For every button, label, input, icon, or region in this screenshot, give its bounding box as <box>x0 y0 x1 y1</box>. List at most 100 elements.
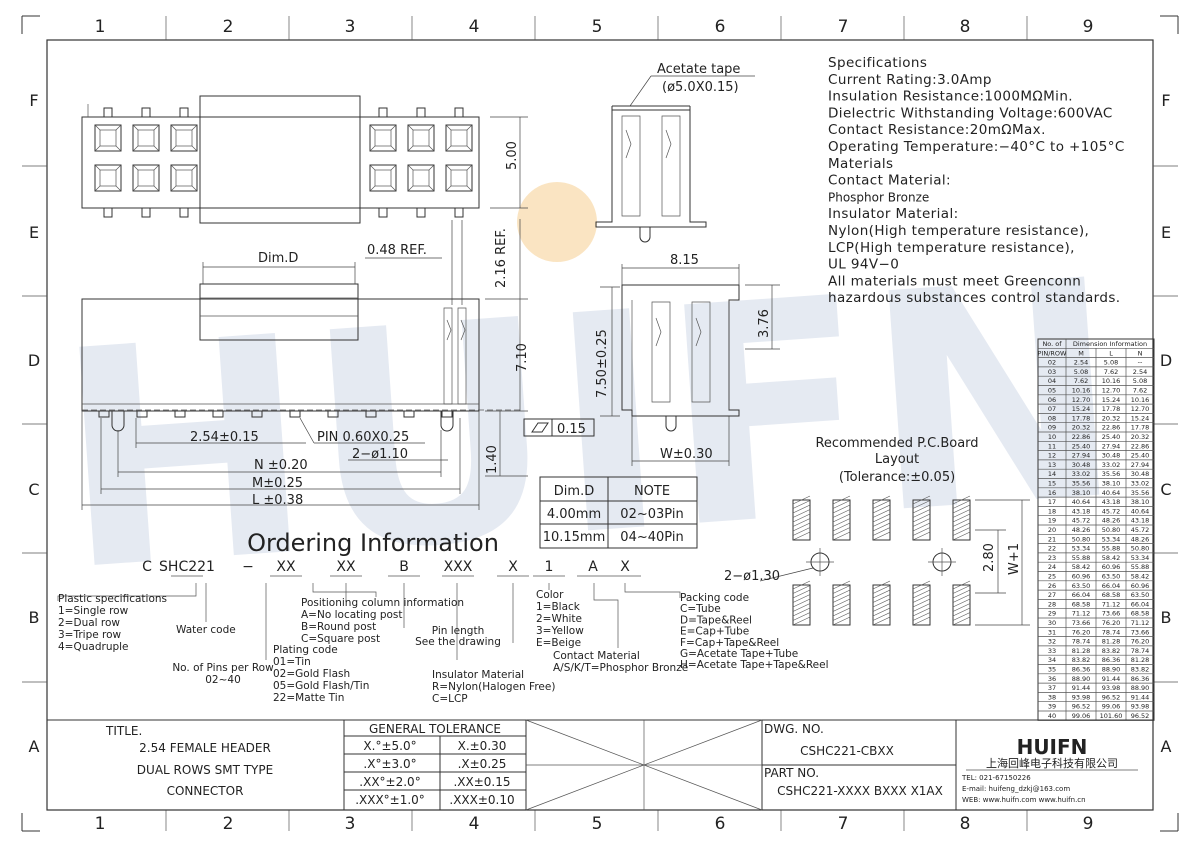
column-label-bottom: 4 <box>469 814 480 834</box>
pin-table-cell: 15.24 <box>1072 405 1091 413</box>
pin-table-cell: 17.78 <box>1072 414 1091 422</box>
pin-table-cell: 11 <box>1048 442 1056 450</box>
pin-table-cell: 71.12 <box>1072 610 1091 618</box>
pin-table-cell: 91.44 <box>1102 675 1121 683</box>
pin-table-cell: 96.52 <box>1131 712 1150 720</box>
row-label-right: C <box>1160 480 1171 499</box>
dwg-number: CSHC221-CBXX <box>800 744 894 758</box>
ordering-color-line: 3=Yellow <box>536 625 584 637</box>
pin-table-cell: 83.82 <box>1072 656 1091 664</box>
ordering-code-segment: SHC221 <box>159 559 215 575</box>
pin-table-cell: 83.82 <box>1131 666 1150 674</box>
pin-table-header: M <box>1078 349 1084 357</box>
pin-table-cell: 10.16 <box>1102 377 1121 385</box>
dim-table-cell: 4.00mm <box>547 507 601 522</box>
pin-table-cell: 68.58 <box>1072 600 1091 608</box>
pin-table-cell: 10.16 <box>1131 396 1150 404</box>
pin-table-cell: 30.48 <box>1072 461 1091 469</box>
pin-table-cell: 27.94 <box>1102 442 1121 450</box>
row-label-left: F <box>29 91 38 110</box>
ordering-code-segment: C <box>142 559 152 575</box>
pin-table-cell: 86.36 <box>1131 675 1150 683</box>
ordering-plastic-line: 4=Quadruple <box>58 641 129 653</box>
pin-table-cell: 10.16 <box>1072 387 1091 395</box>
ordering-pin_length-line: Pin length <box>432 625 484 637</box>
pin-table-cell: 07 <box>1048 405 1056 413</box>
title-line-3: CONNECTOR <box>167 784 244 798</box>
tolerance-angle: X.°±5.0° <box>363 739 416 753</box>
pin-table-cell: 02 <box>1048 359 1056 367</box>
pcb-subtitle: Layout <box>875 452 919 467</box>
pin-table-cell: 27 <box>1048 591 1056 599</box>
dim-table-header: Dim.D <box>554 484 594 499</box>
pcb-dim-w1: W+1 <box>1007 543 1022 575</box>
pin-table-cell: 7.62 <box>1133 387 1147 395</box>
pin-table-cell: 50.80 <box>1131 545 1150 553</box>
row-label-left: D <box>28 351 40 370</box>
dim-pin: PIN 0.60X0.25 <box>317 430 409 445</box>
dim-table-cell: 04~40Pin <box>620 530 683 545</box>
ordering-title: Ordering Information <box>247 529 499 557</box>
side-view: Dim.D 0.48 REF. 2.16 REF. 7.10 1.40 0.15… <box>81 219 595 510</box>
column-label-top: 2 <box>223 17 234 37</box>
pin-table-cell: 22.86 <box>1102 424 1121 432</box>
company-name: 上海回峰电子科技有限公司 <box>986 756 1118 770</box>
spec-line: Phosphor Bronze <box>828 190 929 204</box>
ordering-code-segment: 1 <box>545 559 554 575</box>
ordering-code-segment: A <box>588 559 598 575</box>
row-label-left: B <box>29 608 40 627</box>
pin-table-cell: 71.12 <box>1131 619 1150 627</box>
spec-line: Contact Resistance:20mΩMax. <box>828 122 1046 138</box>
pin-table-cell: 17 <box>1048 498 1056 506</box>
pin-table-cell: 91.44 <box>1072 684 1091 692</box>
pin-table-header: PIN/ROW <box>1038 349 1068 357</box>
pin-table-cell: 93.98 <box>1102 684 1121 692</box>
ordering-pins-line: No. of Pins per Row <box>172 662 274 674</box>
tolerance-angle: .XX°±2.0° <box>359 775 420 789</box>
pin-table-cell: 43.18 <box>1102 498 1121 506</box>
pin-table-cell: 73.66 <box>1072 619 1091 627</box>
pin-table-cell: 40.64 <box>1102 489 1121 497</box>
column-label-top: 4 <box>469 17 480 37</box>
top-view: 5.00 <box>81 95 528 224</box>
pin-table-cell: 48.26 <box>1131 535 1150 543</box>
ordering-contact-line: Contact Material <box>553 650 640 662</box>
pin-table-cell: 68.58 <box>1131 610 1150 618</box>
pin-table-cell: 27.94 <box>1131 461 1150 469</box>
pin-table-cell: 17.78 <box>1102 405 1121 413</box>
spec-line: Nylon(High temperature resistance), <box>828 223 1089 239</box>
pin-table-cell: 18 <box>1048 507 1056 515</box>
pin-table-cell: 86.36 <box>1072 666 1091 674</box>
spec-line: Specifications <box>828 55 927 71</box>
pin-table-header: L <box>1109 349 1113 357</box>
pin-table-cell: 50.80 <box>1072 535 1091 543</box>
pin-table-cell: 06 <box>1048 396 1056 404</box>
tolerance-linear: .XX±0.15 <box>453 775 510 789</box>
pin-table-cell: 16 <box>1048 489 1056 497</box>
pin-table-cell: 21 <box>1048 535 1056 543</box>
pin-table-header: N <box>1138 349 1143 357</box>
pin-table-cell: 55.88 <box>1131 563 1150 571</box>
dwg-label: DWG. NO. <box>764 722 824 736</box>
pin-table-header: Dimension Information <box>1073 340 1147 348</box>
ordering-code-segment: B <box>399 559 409 575</box>
column-label-top: 3 <box>345 17 356 37</box>
pin-table-header: No. of <box>1042 340 1062 348</box>
spec-line: Contact Material: <box>828 173 951 189</box>
pin-table-cell: 58.42 <box>1102 554 1121 562</box>
ordering-plating-line: Plating code <box>273 644 338 656</box>
pin-table-cell: 22.86 <box>1131 442 1150 450</box>
pin-table-cell: 5.08 <box>1074 368 1088 376</box>
spec-line: All materials must meet Greenconn <box>828 273 1081 289</box>
pin-table-cell: 78.74 <box>1131 647 1150 655</box>
ordering-plastic-line: 3=Tripe row <box>58 629 122 641</box>
pin-table-cell: 30.48 <box>1131 470 1150 478</box>
pin-table-cell: 55.88 <box>1102 545 1121 553</box>
ordering-code-segment: XX <box>276 559 296 575</box>
pin-table-cell: 5.08 <box>1104 359 1118 367</box>
pin-table-cell: 88.90 <box>1072 675 1091 683</box>
pcb-layout: Recommended P.C.Board Layout (Tolerance:… <box>724 436 1030 626</box>
